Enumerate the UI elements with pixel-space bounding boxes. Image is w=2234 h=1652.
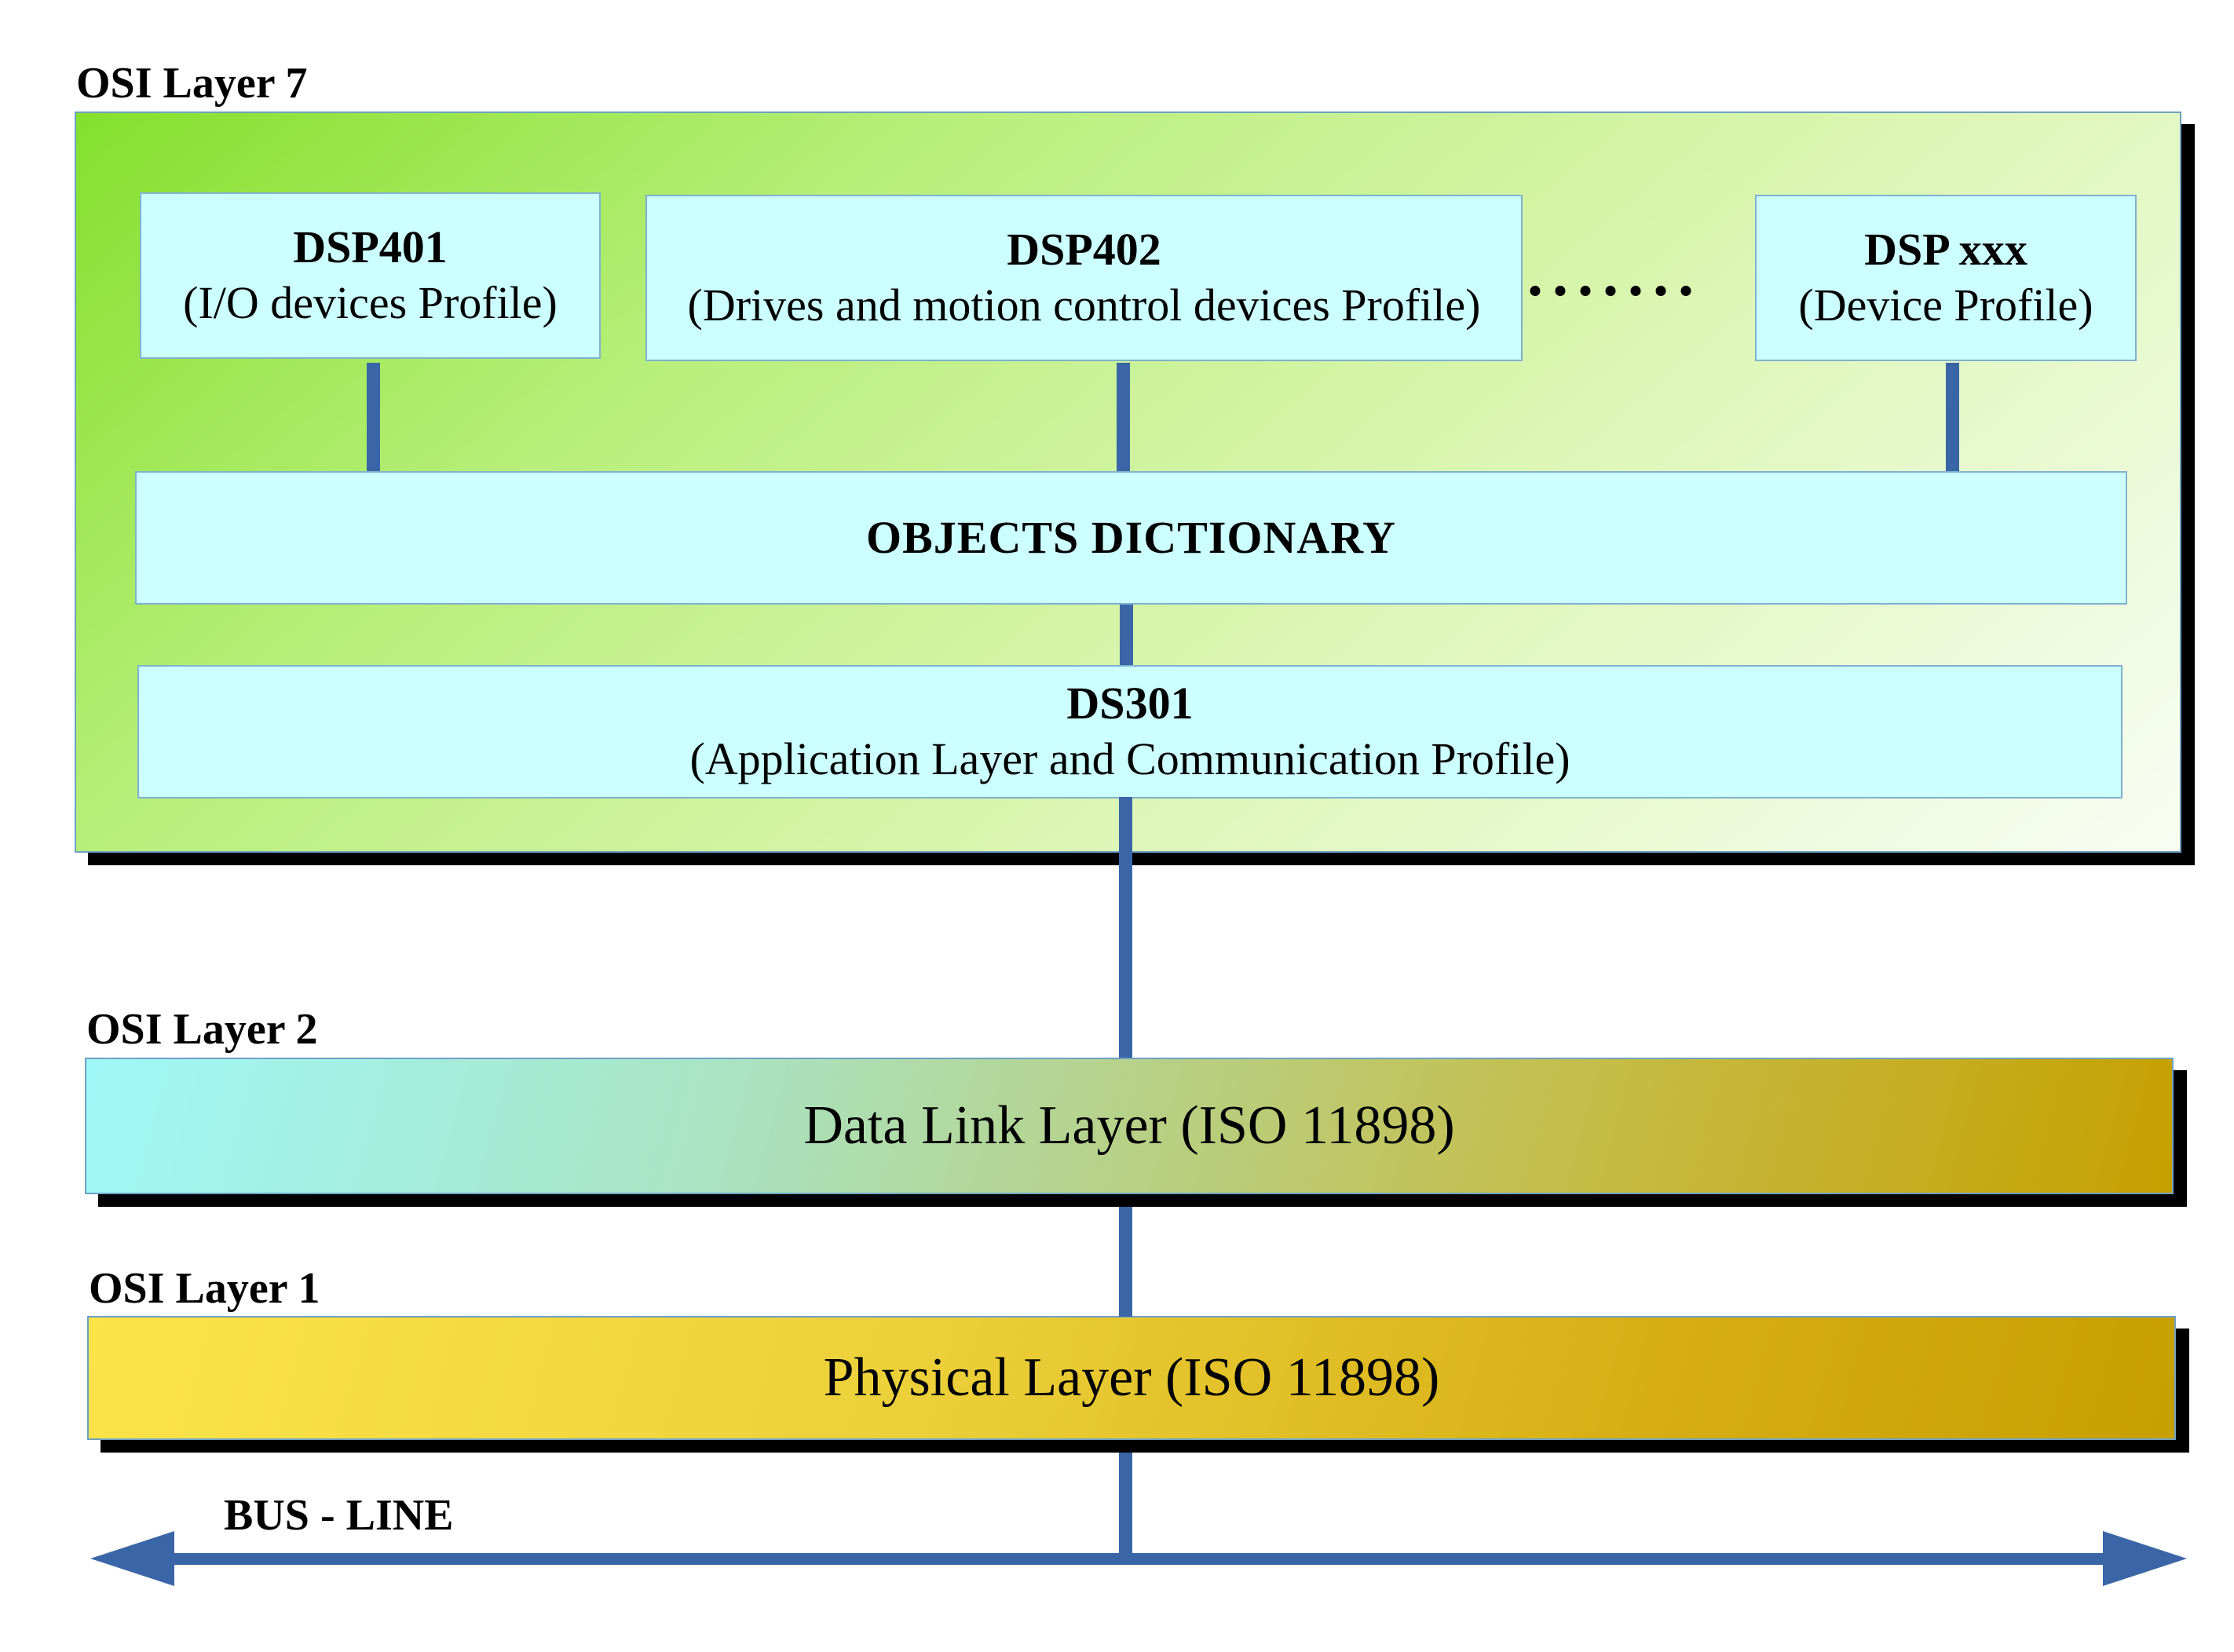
profile-dsp401: DSP401 (I/O devices Profile) — [140, 192, 601, 359]
objects-dictionary-title: OBJECTS DICTIONARY — [865, 511, 1397, 563]
physical-layer-bar: Physical Layer (ISO 11898) — [87, 1316, 2176, 1440]
connector-dspxxx — [1946, 363, 1959, 473]
ds301-box: DS301 (Application Layer and Communicati… — [137, 665, 2122, 799]
datalink-layer-label: Data Link Layer (ISO 11898) — [803, 1095, 1455, 1156]
datalink-layer-bar: Data Link Layer (ISO 11898) — [85, 1058, 2174, 1194]
profile-title: DSP401 — [293, 221, 448, 273]
layer7-label: OSI Layer 7 — [76, 59, 308, 108]
profile-subtitle: (Device Profile) — [1798, 280, 2093, 331]
connector-dsp402 — [1117, 363, 1130, 473]
profile-dspxxx: DSP xxx (Device Profile) — [1755, 195, 2137, 361]
bus-line-arrow — [90, 1531, 2187, 1586]
objects-dictionary-box: OBJECTS DICTIONARY — [135, 471, 2127, 605]
connector-datalink-physical — [1119, 1207, 1132, 1317]
bus-line-label: BUS - LINE — [224, 1491, 454, 1540]
layer2-label: OSI Layer 2 — [86, 1005, 318, 1054]
physical-layer-label: Physical Layer (ISO 11898) — [823, 1347, 1440, 1408]
profile-subtitle: (I/O devices Profile) — [183, 277, 558, 328]
profile-subtitle: (Drives and motion control devices Profi… — [687, 280, 1481, 331]
ds301-subtitle: (Application Layer and Communication Pro… — [689, 733, 1570, 784]
profile-dsp402: DSP402 (Drives and motion control device… — [645, 195, 1523, 361]
profile-title: DSP402 — [1007, 224, 1161, 276]
profile-ellipsis: ....... — [1527, 240, 1703, 309]
ds301-title: DS301 — [1066, 678, 1194, 729]
profile-title: DSP xxx — [1864, 224, 2027, 276]
connector-physical-bus — [1119, 1453, 1132, 1559]
connector-dsp401 — [367, 363, 380, 473]
connector-dictionary-ds301 — [1120, 603, 1133, 667]
layer1-label: OSI Layer 1 — [89, 1264, 320, 1313]
